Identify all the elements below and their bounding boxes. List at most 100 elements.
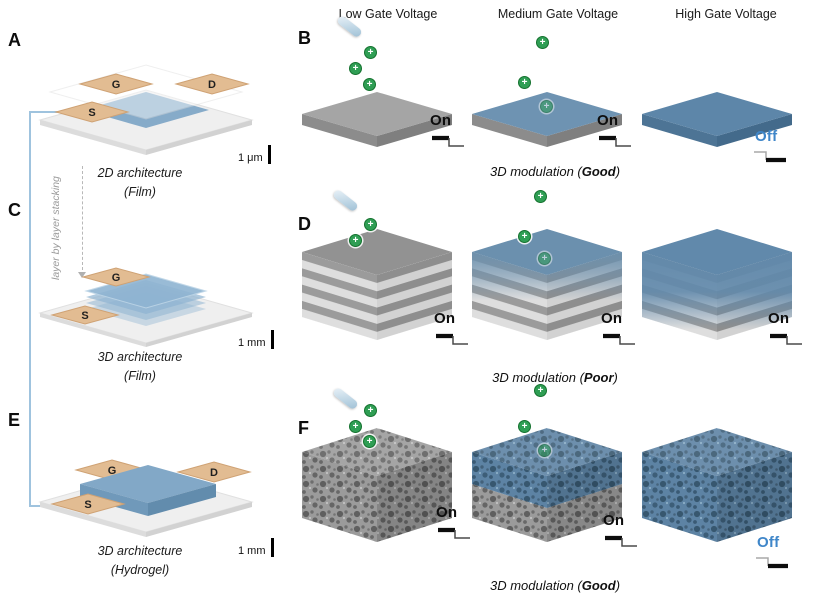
scale-label: 1 mm: [238, 545, 266, 557]
ion-plus-icon: +: [364, 46, 377, 59]
ion-plus-icon: +: [540, 100, 553, 113]
gate-label: G: [112, 79, 121, 91]
caption-line: (Hydrogel): [110, 562, 170, 577]
ion-plus-icon: +: [518, 230, 531, 243]
panel-letter-e: E: [8, 410, 21, 430]
ion-plus-icon: +: [363, 435, 376, 448]
gate-pad: [81, 267, 151, 287]
gate-signal-on-icon: [432, 135, 464, 147]
hydrogel-slab-side: [148, 484, 216, 516]
layered-cube-medium: [472, 229, 622, 340]
modulation-caption-b: 3D modulation (Good): [395, 164, 715, 179]
caption-quality: Poor: [583, 370, 614, 385]
source-pad: [50, 493, 126, 515]
column-header-medium: Medium Gate Voltage: [497, 7, 619, 21]
ion-plus-icon: +: [534, 384, 547, 397]
state-label: On: [768, 310, 790, 327]
source-label: S: [81, 310, 88, 322]
scale-bar-line: [270, 538, 274, 557]
porous-cube-high: [642, 428, 792, 542]
stylus-icon: [332, 188, 359, 213]
scale-bar-e: 1 mm: [238, 538, 274, 557]
panel-letter-a: A: [8, 30, 21, 50]
caption-text: ): [615, 578, 621, 593]
panel-letter-f: F: [298, 418, 309, 438]
ion-plus-icon: +: [364, 404, 377, 417]
panel-letter-b: B: [298, 28, 311, 48]
scale-bar-a: 1 μm: [238, 145, 271, 164]
scale-label: 1 mm: [238, 337, 266, 349]
caption-text: ): [613, 370, 618, 385]
gate-signal-on-icon: [436, 333, 468, 345]
gate-label: G: [112, 272, 121, 284]
gate-signal-on-icon: [605, 535, 637, 547]
ion-plus-icon: +: [538, 444, 551, 457]
state-label: Off: [757, 534, 780, 551]
column-header-high: High Gate Voltage: [675, 7, 777, 21]
caption-line: 3D architecture: [97, 350, 183, 364]
state-label: On: [597, 112, 619, 129]
drain-pad: [174, 73, 250, 95]
gate-signal-off-icon: [754, 151, 786, 163]
hydrogel-slab-front: [80, 484, 148, 516]
source-pad: [54, 101, 130, 123]
gate-signal-on-icon: [770, 333, 802, 345]
film-slab-low: [302, 92, 452, 147]
porous-cube-medium: [472, 428, 622, 542]
state-label: On: [436, 504, 458, 521]
caption-text: 3D modulation (: [492, 370, 584, 385]
device-schematic-3d-hydrogel: G D S: [38, 459, 254, 537]
ion-plus-icon: +: [534, 190, 547, 203]
ion-plus-icon: +: [363, 78, 376, 91]
panel-letter-c: C: [8, 200, 21, 220]
layered-cube-low: [302, 229, 452, 340]
layered-cube-high: [642, 229, 792, 340]
ion-plus-icon: +: [536, 36, 549, 49]
gate-pad: [78, 73, 154, 95]
film-slab-medium: [472, 92, 622, 147]
device-schematic-2d-film: G D S: [38, 64, 254, 155]
caption-quality: Good: [581, 578, 616, 593]
panel-e-caption: 3D architecture (Hydrogel): [40, 542, 240, 580]
drain-label: D: [208, 79, 216, 91]
caption-quality: Good: [581, 164, 616, 179]
drain-label: D: [210, 467, 218, 479]
ion-plus-icon: +: [518, 420, 531, 433]
ion-plus-icon: +: [349, 62, 362, 75]
scale-label: 1 μm: [238, 152, 263, 164]
gate-signal-on-icon: [438, 527, 470, 539]
caption-text: ): [615, 164, 621, 179]
ion-plus-icon: +: [349, 420, 362, 433]
gate-signal-off-icon: [756, 557, 788, 569]
state-label: On: [603, 512, 625, 529]
stylus-icon: [332, 386, 359, 411]
film-slab-high: [642, 92, 792, 147]
gate-signal-on-icon: [603, 333, 635, 345]
gate-label: G: [108, 465, 117, 477]
caption-line: (Film): [124, 184, 156, 199]
column-header-low: Low Gate Voltage: [338, 7, 438, 21]
panel-a-caption: 2D architecture (Film): [40, 164, 240, 202]
source-label: S: [84, 499, 91, 511]
channel: [83, 92, 209, 128]
porous-cube-low: [302, 428, 452, 542]
ion-plus-icon: +: [538, 252, 551, 265]
caption-line: (Film): [124, 368, 156, 383]
gate-signal-on-icon: [599, 135, 631, 147]
scale-bar-c: 1 mm: [238, 330, 274, 349]
scale-bar-line: [270, 330, 274, 349]
modulation-caption-f: 3D modulation (Good): [395, 578, 715, 593]
drain-pad: [176, 461, 252, 483]
ion-plus-icon: +: [518, 76, 531, 89]
modulation-caption-d: 3D modulation (Poor): [395, 370, 715, 385]
source-label: S: [88, 107, 95, 119]
ion-plus-icon: +: [364, 218, 377, 231]
state-label: On: [430, 112, 452, 129]
caption-line: 3D architecture: [97, 544, 183, 558]
state-label: On: [601, 310, 623, 327]
panel-letter-d: D: [298, 214, 311, 234]
ion-plus-icon: +: [349, 234, 362, 247]
dashed-arrow-line: [82, 166, 83, 270]
scale-bar-line: [267, 145, 271, 164]
